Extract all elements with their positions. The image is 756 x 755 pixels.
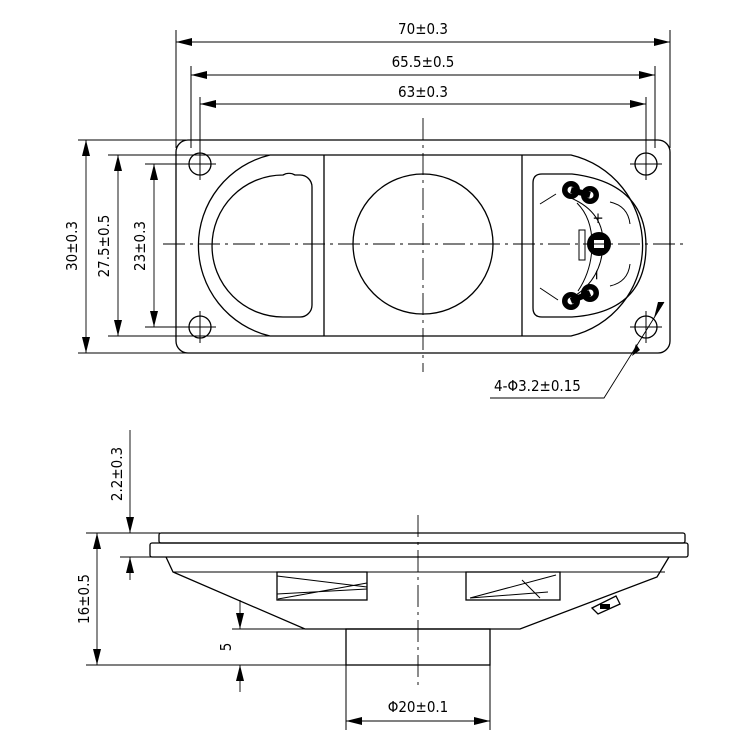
label-height-outer: 30±0.3 [63,221,81,271]
arrow [150,311,158,327]
arrow [236,665,244,681]
side-vent-right [465,571,561,601]
label-width-outer: 70±0.3 [398,20,448,38]
mounting-hole-top-left [184,148,216,180]
mounting-hole-bottom-right [630,311,662,343]
arrow [126,557,134,573]
arrow [191,71,207,79]
arrow [82,337,90,353]
label-hole-note: 4-Φ3.2±0.15 [494,377,581,395]
side-terminal-tab [590,595,621,615]
arrow [474,717,490,725]
left-port-opening [211,172,313,318]
arrow [93,649,101,665]
arrow [346,717,362,725]
label-magnet-diameter: Φ20±0.1 [388,698,449,716]
terminal-bar [578,229,586,261]
label-flange: 2.2±0.3 [108,447,126,501]
terminal-leads [539,193,559,301]
arrow [630,100,646,108]
arrow [114,155,122,171]
label-total-height: 16±0.5 [75,574,93,624]
top-view: 70±0.3 65.5±0.5 63±0.3 30±0.3 27.5±0.5 [63,20,688,399]
label-width-holes: 63±0.3 [398,83,448,101]
terminal-clip-upper [609,201,631,225]
label-magnet-height: 5 [217,643,235,652]
arrow [654,302,664,318]
arrow [632,344,640,356]
terminal-pad-bottom [562,284,599,310]
flange-top-plate [158,532,686,544]
label-width-mid: 65.5±0.5 [392,53,455,71]
terminal-pad-top [562,181,599,204]
side-view: 2.2±0.3 16±0.5 5 Φ20±0.1 [75,430,689,730]
label-height-holes: 23±0.3 [131,221,149,271]
mounting-hole-top-right [630,148,662,180]
terminal-minus-mark: − [588,269,606,280]
arrow [654,38,670,46]
arrow [114,320,122,336]
terminal-compartment [532,173,647,318]
hole-leader-line [490,301,665,399]
arrow [200,100,216,108]
arrow [150,164,158,180]
arrow [93,533,101,549]
housing-outline [197,154,644,337]
arrow [82,140,90,156]
arrow [126,517,134,533]
arrow [639,71,655,79]
label-height-mid: 27.5±0.5 [95,215,113,278]
terminal-clip-lower [609,263,631,287]
side-vent-left [276,571,368,601]
mounting-hole-bottom-left [184,311,216,343]
arrow [176,38,192,46]
terminal-plus-mark: + [592,209,603,227]
arrow [236,613,244,629]
flange-bottom-plate [149,542,689,558]
